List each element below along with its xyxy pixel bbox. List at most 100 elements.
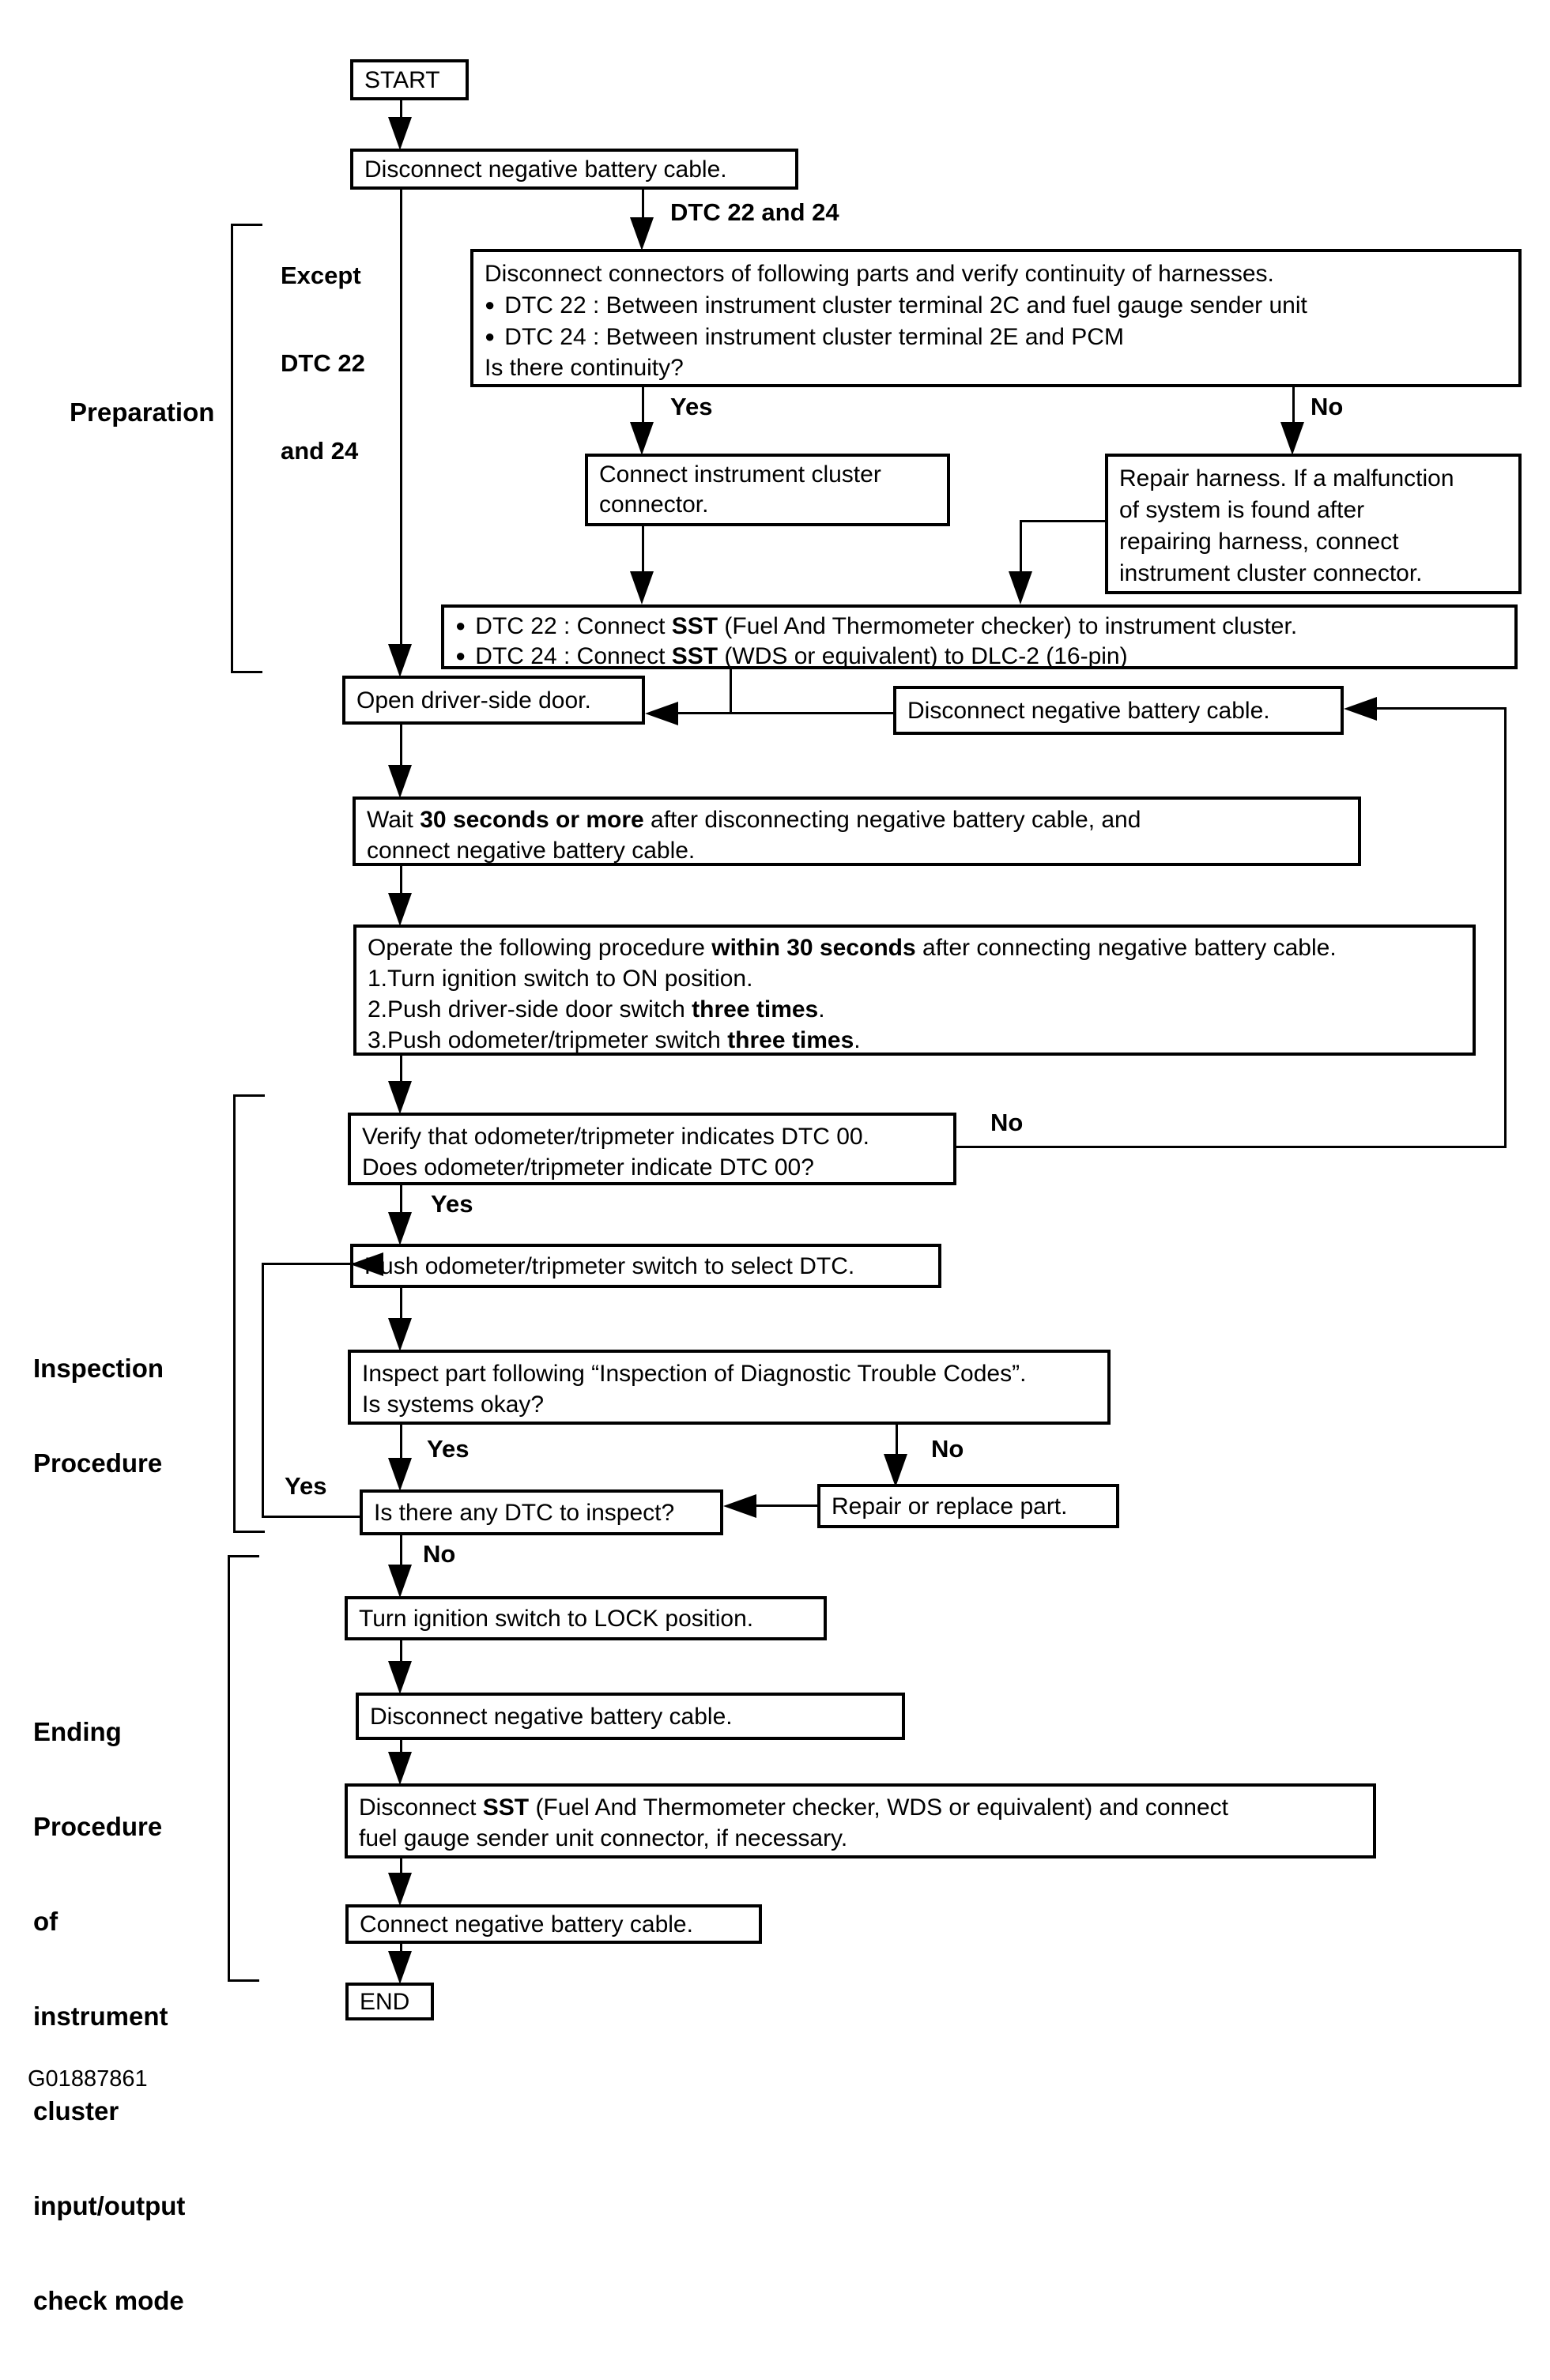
ending-label-line3: of bbox=[33, 1907, 58, 1936]
disconnect-battery-1-box: Disconnect negative battery cable. bbox=[350, 149, 798, 190]
inspection-bracket bbox=[233, 1094, 236, 1533]
arrow-head bbox=[723, 1494, 756, 1518]
ignition-lock-box: Turn ignition switch to LOCK position. bbox=[345, 1596, 827, 1640]
preparation-bracket-top-tick bbox=[231, 224, 262, 226]
any-dtc-box: Is there any DTC to inspect? bbox=[360, 1489, 723, 1535]
continuity-item2: ●DTC 24 : Between instrument cluster ter… bbox=[485, 321, 1507, 352]
connect-cluster-box: Connect instrument cluster connector. bbox=[585, 454, 950, 526]
any-dtc-no-label: No bbox=[423, 1540, 456, 1568]
verify-dtc00-box: Verify that odometer/tripmeter indicates… bbox=[348, 1113, 956, 1185]
any-dtc-yes-label: Yes bbox=[285, 1472, 327, 1500]
arrow-head bbox=[1009, 571, 1032, 604]
operate-l3-post: . bbox=[818, 996, 825, 1022]
verify-line2: Does odometer/tripmeter indicate DTC 00? bbox=[362, 1154, 814, 1181]
flow-line bbox=[400, 1944, 402, 1953]
ending-bracket-top-tick bbox=[228, 1555, 259, 1557]
ending-bracket bbox=[228, 1555, 230, 1982]
operate-l4-post: . bbox=[854, 1027, 861, 1053]
open-door-text: Open driver-side door. bbox=[356, 687, 591, 714]
operate-l1-post: after connecting negative battery cable. bbox=[915, 935, 1337, 961]
connect-sst-item1-post: (Fuel And Thermometer checker) to instru… bbox=[718, 613, 1298, 639]
wait-30-box: Wait 30 seconds or more after disconnect… bbox=[353, 796, 1361, 866]
flow-line bbox=[1020, 520, 1105, 522]
ending-label-line5: cluster bbox=[33, 2096, 119, 2126]
flow-line bbox=[1292, 387, 1295, 425]
arrow-head bbox=[388, 1951, 412, 1984]
connect-sst-item1-pre: DTC 22 : Connect bbox=[475, 613, 672, 639]
flow-line bbox=[1504, 707, 1507, 1147]
flow-line bbox=[400, 1640, 402, 1663]
disconnect-sst-bold: SST bbox=[482, 1794, 530, 1821]
disconnect-battery-2-box: Disconnect negative battery cable. bbox=[893, 686, 1344, 735]
flow-line bbox=[400, 100, 402, 120]
connect-sst-item1: ●DTC 22 : Connect SST (Fuel And Thermome… bbox=[455, 611, 1503, 641]
operate-l3-pre: 2.Push driver-side door switch bbox=[368, 996, 692, 1022]
disconnect-sst-box: Disconnect SST (Fuel And Thermometer che… bbox=[345, 1783, 1376, 1858]
wait-30-post: after disconnecting negative battery cab… bbox=[643, 807, 1141, 833]
except-dtc-line1: Except bbox=[281, 262, 361, 289]
arrow-head bbox=[1344, 697, 1377, 721]
flow-line bbox=[400, 1288, 402, 1320]
bullet-icon: ● bbox=[485, 326, 496, 346]
inspect-line1: Inspect part following “Inspection of Di… bbox=[362, 1361, 1027, 1387]
dtc-22-24-label: DTC 22 and 24 bbox=[670, 198, 839, 226]
preparation-bracket-bottom-tick bbox=[231, 671, 262, 673]
open-door-box: Open driver-side door. bbox=[342, 676, 645, 725]
arrow-head bbox=[388, 644, 412, 677]
arrow-head bbox=[388, 1212, 412, 1245]
connect-sst-item2: ●DTC 24 : Connect SST (WDS or equivalent… bbox=[455, 641, 1503, 671]
arrow-head bbox=[645, 702, 678, 725]
repair-replace-text: Repair or replace part. bbox=[832, 1493, 1068, 1520]
inspect-yes-label: Yes bbox=[427, 1435, 470, 1463]
continuity-check-box: Disconnect connectors of following parts… bbox=[470, 249, 1522, 387]
arrow-head bbox=[630, 422, 654, 455]
except-dtc-line2: DTC 22 bbox=[281, 349, 365, 377]
inspect-no-label: No bbox=[931, 1435, 964, 1463]
flowchart-page: Preparation Inspection Procedure Ending … bbox=[28, 59, 1522, 2315]
flow-line bbox=[262, 1516, 360, 1518]
repair-harness-line3: repairing harness, connect bbox=[1119, 529, 1399, 555]
preparation-label: Preparation bbox=[70, 397, 215, 427]
arrow-head bbox=[388, 1565, 412, 1598]
repair-harness-box: Repair harness. If a malfunction of syst… bbox=[1105, 454, 1522, 594]
except-dtc-label: Except DTC 22 and 24 bbox=[281, 202, 365, 524]
flow-line bbox=[400, 1858, 402, 1874]
inspection-procedure-label: Inspection Procedure bbox=[33, 1290, 164, 1542]
except-dtc-line3: and 24 bbox=[281, 437, 359, 465]
flow-line bbox=[400, 1535, 402, 1567]
wait-30-line1: Wait 30 seconds or more after disconnect… bbox=[367, 804, 1347, 835]
arrow-head bbox=[1280, 422, 1304, 455]
flow-line bbox=[400, 190, 402, 646]
inspect-line2: Is systems okay? bbox=[362, 1391, 545, 1418]
continuity-item1: ●DTC 22 : Between instrument cluster ter… bbox=[485, 289, 1507, 321]
flow-line bbox=[262, 1263, 264, 1518]
verify-yes-label: Yes bbox=[431, 1190, 473, 1218]
ending-label-line2: Procedure bbox=[33, 1812, 163, 1841]
disconnect-sst-line1: Disconnect SST (Fuel And Thermometer che… bbox=[359, 1792, 1362, 1823]
arrow-head bbox=[388, 1458, 412, 1491]
arrow-head bbox=[388, 1661, 412, 1694]
disconnect-sst-line2: fuel gauge sender unit connector, if nec… bbox=[359, 1825, 848, 1851]
verify-line1: Verify that odometer/tripmeter indicates… bbox=[362, 1124, 869, 1150]
flow-line bbox=[400, 725, 402, 766]
start-box: START bbox=[350, 59, 469, 100]
connect-sst-item2-sst: SST bbox=[671, 643, 718, 669]
verify-no-label: No bbox=[990, 1109, 1024, 1136]
figure-code: G01887861 bbox=[28, 2066, 148, 2092]
flow-line bbox=[400, 1740, 402, 1754]
flow-line bbox=[400, 866, 402, 894]
flow-line bbox=[730, 669, 732, 714]
bullet-icon: ● bbox=[455, 616, 466, 635]
inspection-label-line2: Procedure bbox=[33, 1448, 163, 1478]
flow-line bbox=[642, 387, 644, 425]
ending-label-line6: input/output bbox=[33, 2191, 186, 2220]
flow-line bbox=[642, 190, 644, 221]
end-text: END bbox=[360, 1988, 410, 2015]
ending-bracket-bottom-tick bbox=[228, 1979, 259, 1982]
continuity-item1-text: DTC 22 : Between instrument cluster term… bbox=[504, 292, 1307, 318]
flow-line bbox=[1375, 707, 1507, 710]
disconnect-battery-2-text: Disconnect negative battery cable. bbox=[907, 697, 1270, 724]
continuity-no-label: No bbox=[1311, 393, 1344, 420]
push-odometer-box: Push odometer/tripmeter switch to select… bbox=[350, 1244, 941, 1288]
inspection-bracket-top-tick bbox=[233, 1094, 265, 1097]
